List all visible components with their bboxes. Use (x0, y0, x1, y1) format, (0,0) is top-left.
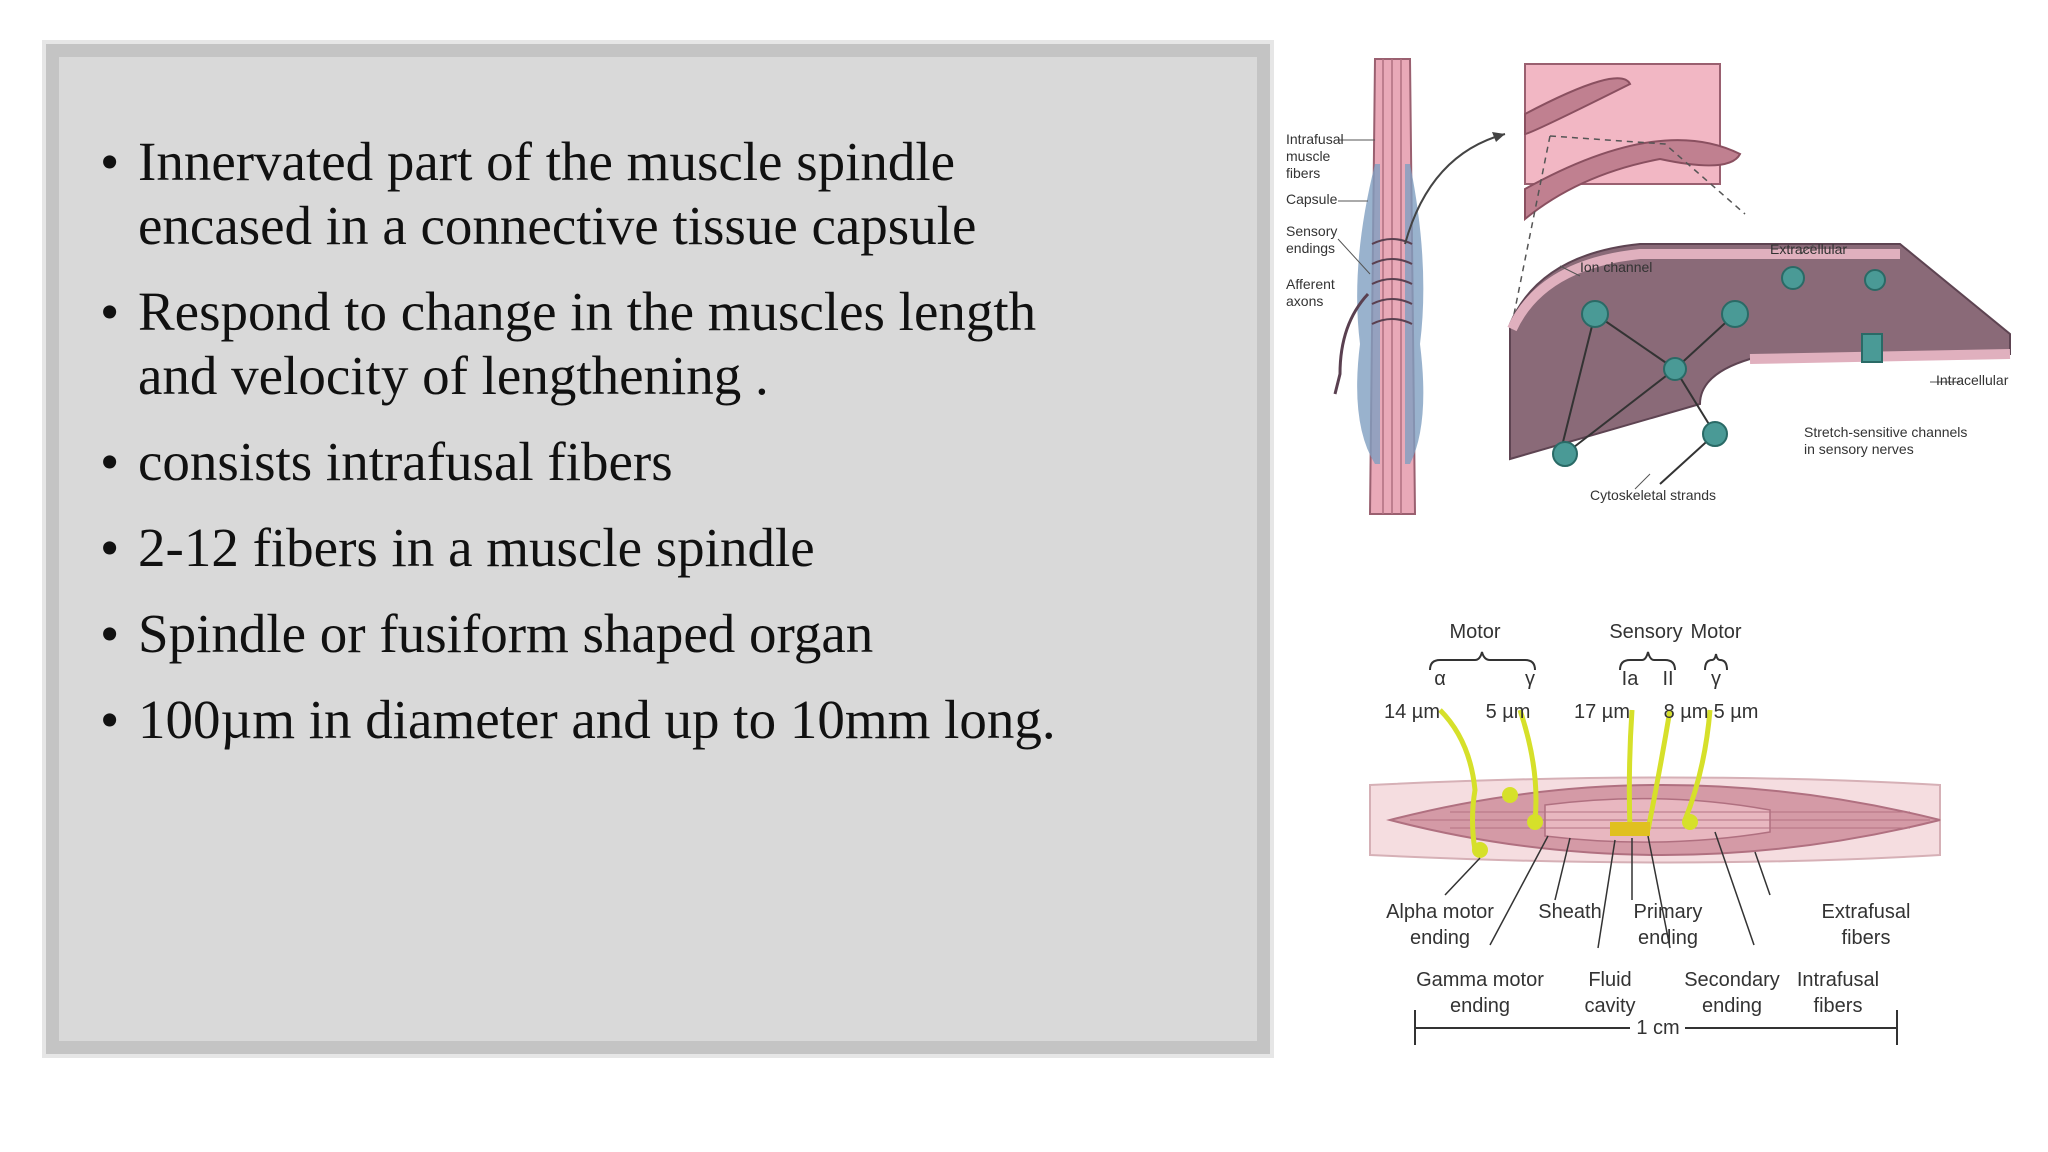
bullet-item: 100µm in diameter and up to 10mm long. (100, 688, 1100, 752)
bullet-item: 2-12 fibers in a muscle spindle (100, 516, 1100, 580)
ii-label: II (1662, 668, 1673, 690)
motor-brace-right (1704, 653, 1728, 671)
ion-channel-icon (1581, 300, 1609, 328)
alpha-label: α (1434, 668, 1446, 690)
bullet-item: Spindle or fusiform shaped organ (100, 602, 1100, 666)
secondary-ending-label-1: Secondary (1684, 969, 1780, 991)
stretch-channels-label-1: Stretch-sensitive channels (1804, 424, 1967, 440)
alpha-motor-label-2: ending (1410, 927, 1470, 949)
intrafusal-fibers-label-1: Intrafusal (1797, 969, 1879, 991)
diameter-8-label: 8 µm (1664, 701, 1709, 723)
gamma-label-right: γ (1711, 668, 1721, 690)
extrafusal-label-1: Extrafusal (1822, 901, 1911, 923)
bullet-item: Respond to change in the muscles length … (100, 280, 1100, 408)
spindle-innervation-figure: Motor Sensory Motor α γ Ia II γ 14 µm 5 … (1330, 600, 2030, 1100)
sensory-brace (1619, 651, 1676, 671)
nerve-fibers (1438, 708, 1713, 851)
bullet-list: Innervated part of the muscle spindle en… (100, 130, 1100, 774)
sensory-label: Sensory (1609, 621, 1682, 643)
diameter-14-label: 14 µm (1384, 701, 1440, 723)
cytoskeletal-label: Cytoskeletal strands (1590, 487, 1716, 503)
gamma-label-left: γ (1525, 668, 1535, 690)
spindle-channel-illustration: Intrafusal muscle fibers Capsule Sensory… (1286, 58, 2011, 515)
diameter-5-right-label: 5 µm (1714, 701, 1759, 723)
bullet-item: consists intrafusal fibers (100, 430, 1100, 494)
alpha-motor-label-1: Alpha motor (1386, 901, 1494, 923)
afferent-axons-label-2: axons (1286, 293, 1323, 309)
extrafusal-label-2: fibers (1842, 927, 1891, 949)
membrane-cross-section (1507, 243, 2011, 485)
motor-label-left: Motor (1449, 621, 1500, 643)
stretch-channels-label-2: in sensory nerves (1804, 441, 1914, 457)
spindle-innervation-illustration: Motor Sensory Motor α γ Ia II γ 14 µm 5 … (1369, 621, 1941, 1045)
intrafusal-fibers-label-2: fibers (1814, 995, 1863, 1017)
zoomed-fiber-section (1509, 63, 1746, 335)
intracellular-label: Intracellular (1936, 372, 2009, 388)
intrafusal-label-2: muscle (1286, 148, 1331, 164)
sheath-label: Sheath (1538, 901, 1601, 923)
fluid-cavity-label-2: cavity (1584, 995, 1635, 1017)
intrafusal-label-3: fibers (1286, 165, 1320, 181)
gamma-motor-label-2: ending (1450, 995, 1510, 1017)
bullet-item: Innervated part of the muscle spindle en… (100, 130, 1100, 258)
afferent-axons-label-1: Afferent (1286, 276, 1335, 292)
motor-brace-left (1429, 651, 1536, 671)
ion-channel-label: Ion channel (1580, 259, 1652, 275)
capsule-label: Capsule (1286, 191, 1338, 207)
sensory-endings-label-2: endings (1286, 240, 1335, 256)
primary-ending-label-1: Primary (1634, 901, 1703, 923)
scale-label: 1 cm (1636, 1017, 1679, 1039)
scale-bar (1414, 1010, 1898, 1045)
intrafusal-fiber-bundle (1333, 58, 1424, 515)
gamma-motor-label-1: Gamma motor (1416, 969, 1544, 991)
sensory-endings-label-1: Sensory (1286, 223, 1337, 239)
diameter-17-label: 17 µm (1574, 701, 1630, 723)
ia-label: Ia (1622, 668, 1640, 690)
primary-ending-label-2: ending (1638, 927, 1698, 949)
extracellular-label: Extracellular (1770, 241, 1847, 257)
secondary-ending-label-2: ending (1702, 995, 1762, 1017)
diameter-5-left-label: 5 µm (1486, 701, 1531, 723)
spindle-channel-figure: Intrafusal muscle fibers Capsule Sensory… (1280, 44, 2020, 544)
motor-label-right: Motor (1690, 621, 1741, 643)
intrafusal-label-1: Intrafusal (1286, 131, 1344, 147)
fluid-cavity-label-1: Fluid (1588, 969, 1631, 991)
zoom-arrow (1404, 133, 1506, 245)
